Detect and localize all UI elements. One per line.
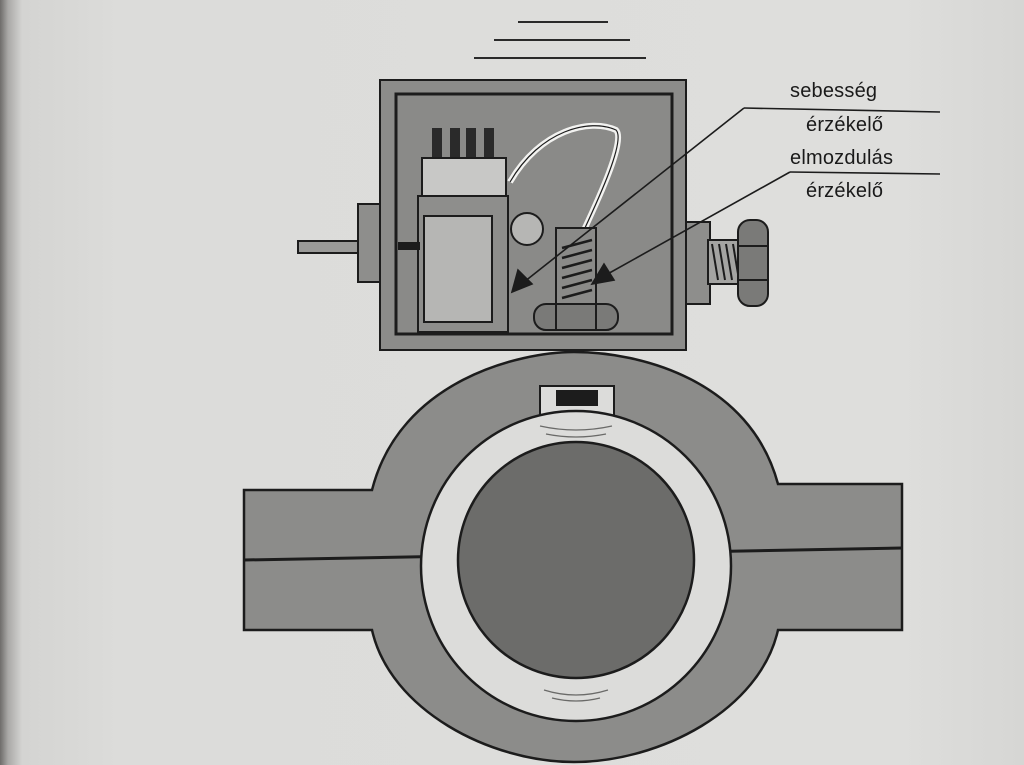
rotating-shaft <box>456 440 696 680</box>
speed-sensor-label: sebesség <box>790 80 878 102</box>
speed-sensor-label-line2: érzékelő <box>806 114 884 136</box>
oil-film-lines <box>539 425 613 702</box>
sensor-electronics <box>398 128 509 333</box>
adjusting-screw <box>683 219 769 307</box>
leader-lines <box>510 107 941 294</box>
displacement-sensor-label: elmozdulás <box>790 147 894 169</box>
mounting-rod <box>297 203 383 283</box>
displacement-sensor-label-line2: érzékelő <box>806 180 884 202</box>
vibration-lines <box>474 21 646 59</box>
pivot-hole <box>510 212 544 246</box>
